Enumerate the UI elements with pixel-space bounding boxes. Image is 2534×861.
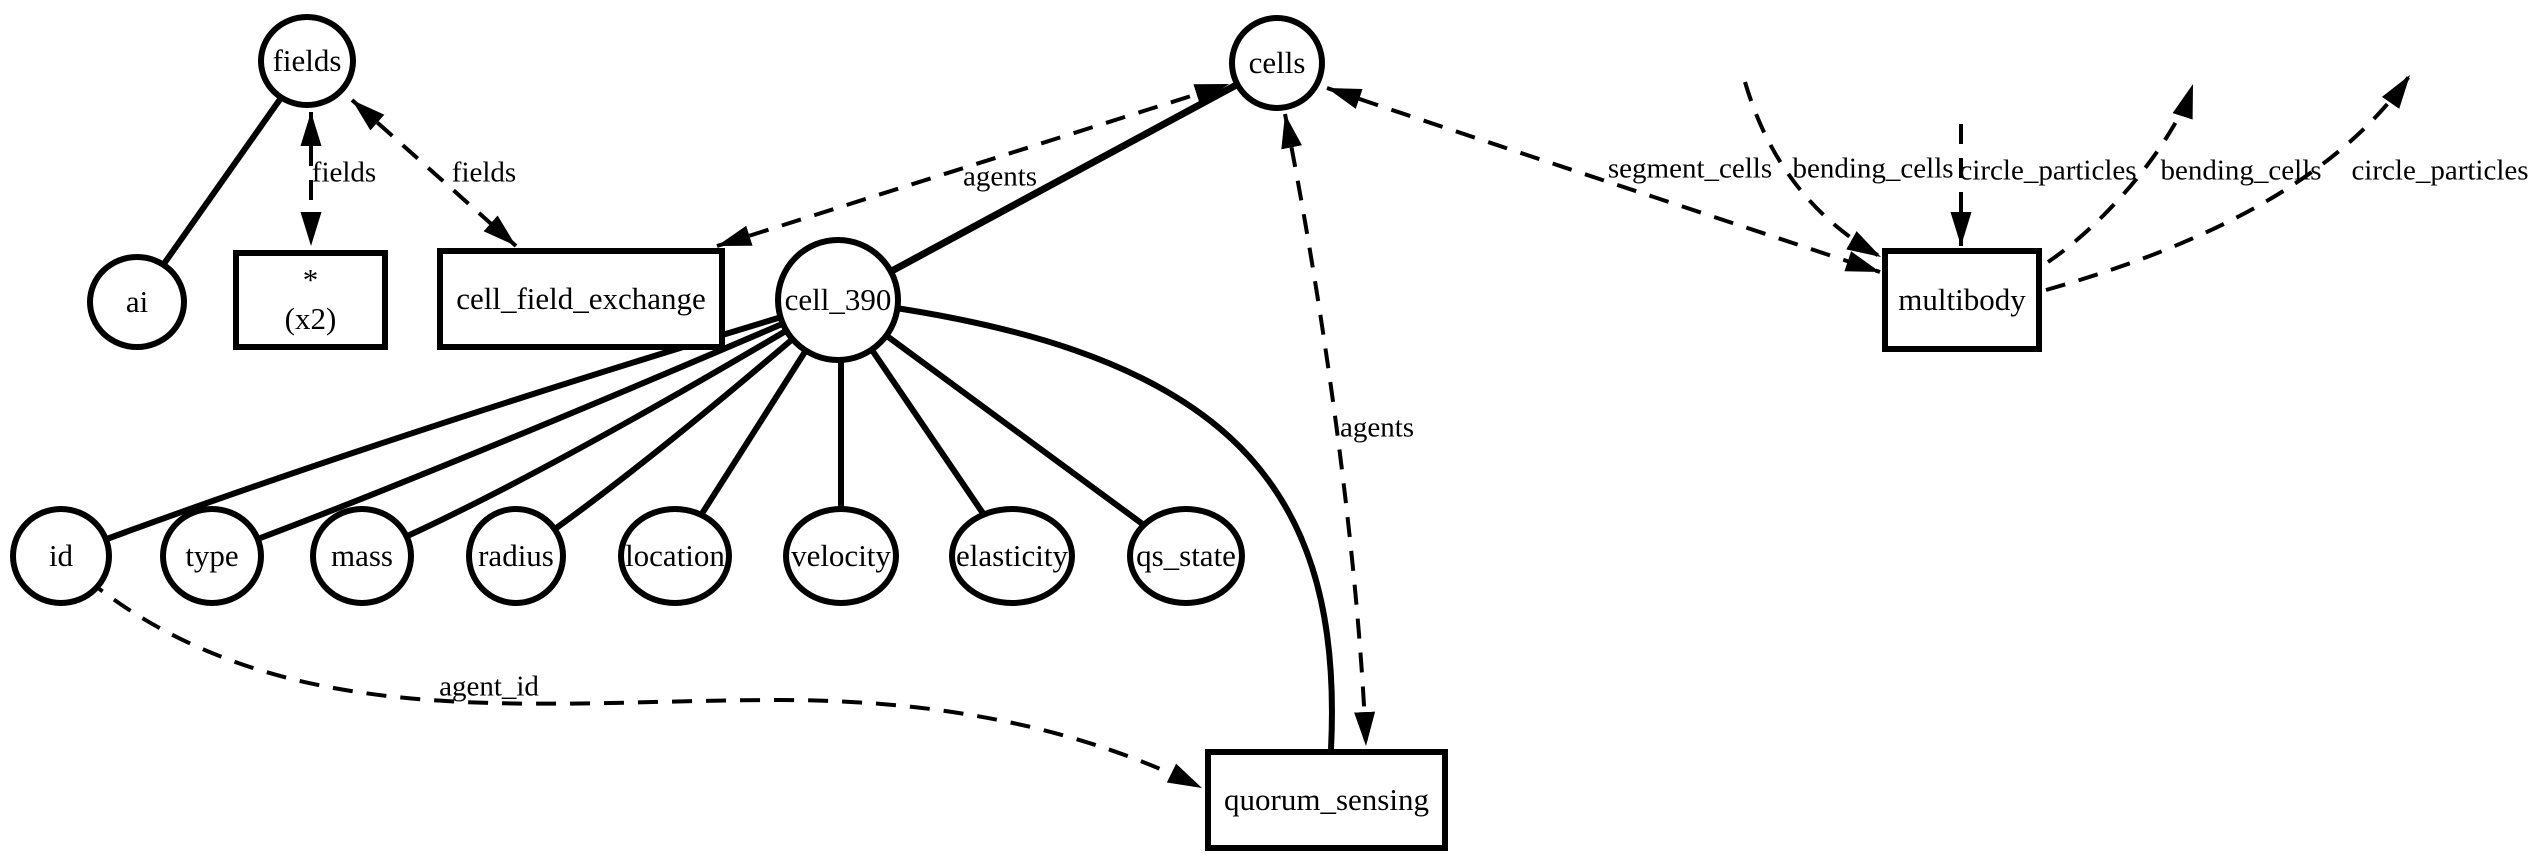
node-quorum-sensing: quorum_sensing [1205,749,1448,851]
edge-label-circle-particles-right: circle_particles [2351,154,2529,187]
node-radius: radius [466,506,566,606]
node-velocity-label: velocity [791,537,891,573]
node-location: location [618,506,732,606]
edge-label-agent-id: agent_id [439,670,539,703]
node-star-x2-line2: (x2) [284,301,337,336]
node-star-x2-line1: * [302,262,319,298]
edge-bending-cells-into-multibody [1743,81,1882,259]
node-type-label: type [185,537,239,573]
node-cell-field-exchange-label: cell_field_exchange [456,280,706,316]
node-cells: cells [1229,15,1325,111]
node-star-x2: * (x2) [233,250,388,350]
node-quorum-sensing-label: quorum_sensing [1224,781,1429,817]
node-mass: mass [310,506,414,606]
edge-label-bending-cells-left: bending_cells [1792,152,1954,185]
edge-multibody-bending-cells-out [2046,83,2195,264]
edge-label-agents-cfe-cells: agents [962,160,1038,193]
node-multibody-label: multibody [1898,281,2026,317]
edge-id-quorum-sensing [59,555,1203,790]
node-radius-label: radius [478,537,554,573]
node-fields: fields [258,14,356,108]
node-mass-label: mass [331,537,393,573]
edge-multibody-circle-particles-out [2045,73,2412,292]
node-cell-field-exchange: cell_field_exchange [437,248,725,350]
node-id-label: id [48,537,74,573]
edge-fields-cell-field-exchange [350,98,518,248]
node-qs-state-label: qs_state [1136,537,1236,573]
node-velocity: velocity [783,506,899,606]
edge-label-segment-cells: segment_cells [1607,152,1773,185]
node-fields-label: fields [272,42,342,78]
node-cells-label: cells [1248,44,1306,80]
node-location-label: location [625,537,725,573]
node-type: type [160,506,264,606]
edge-cell-field-exchange-cells [716,82,1230,248]
node-cell-390: cell_390 [775,237,901,363]
node-id: id [10,506,112,606]
edge-label-bending-cells-right: bending_cells [2160,154,2322,187]
edge-label-fields-cfe: fields [451,156,517,189]
edge-cells-quorum-sensing [1281,113,1376,747]
edge-cell390-cells [836,59,1279,304]
node-cell-390-label: cell_390 [784,281,892,317]
edge-label-agents-cells-quorum: agents [1339,411,1415,444]
node-elasticity-label: elasticity [956,537,1068,573]
edge-label-fields-star: fields [311,156,377,189]
edge-label-circle-particles-left: circle_particles [1959,154,2137,187]
edge-cells-multibody-segment-cells [1326,86,1881,274]
node-elasticity: elasticity [949,506,1075,606]
node-multibody: multibody [1882,248,2042,352]
edge-cell390-qs-state [836,297,1188,559]
node-ai-label: ai [125,283,149,319]
node-ai: ai [87,254,187,350]
edge-cell390-quorum-sensing [837,297,1335,750]
node-qs-state: qs_state [1127,506,1245,606]
